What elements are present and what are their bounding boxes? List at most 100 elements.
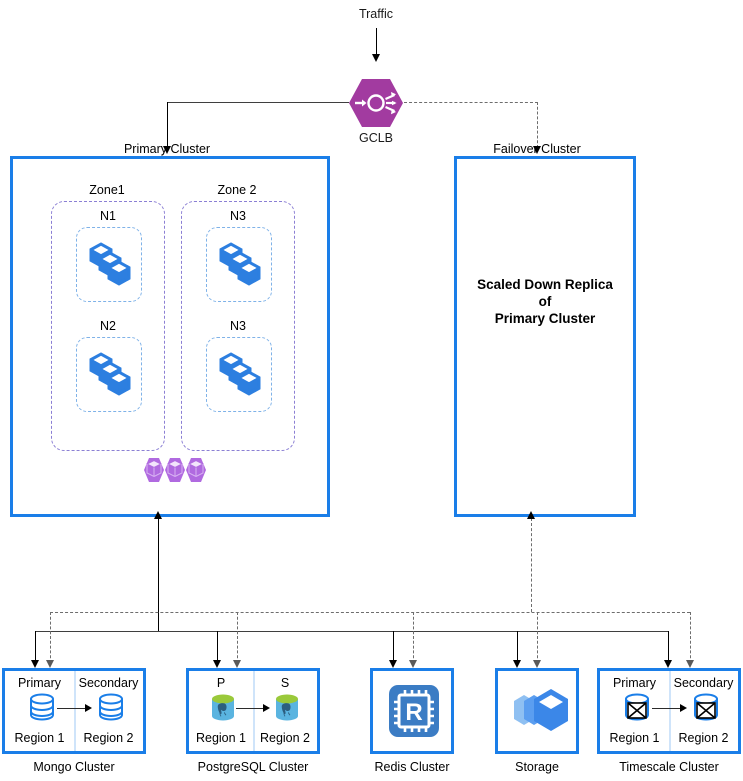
timescale-primary-db-icon [623, 693, 651, 723]
gclb-label: GCLB [358, 131, 394, 145]
failover-drop-postgres [237, 612, 238, 663]
postgresql-secondary-db-icon [273, 693, 301, 723]
failover-cluster-box[interactable]: Scaled Down Replica of Primary Cluster [454, 156, 636, 517]
postgresql-primary-half[interactable]: P Region 1 [189, 671, 253, 751]
postgresql-primary-db-icon [209, 693, 237, 723]
postgresql-cluster-caption: PostgreSQL Cluster [197, 760, 309, 774]
timescale-replication-arrowhead [680, 704, 687, 712]
mongo-divider [74, 671, 76, 751]
mongo-primary-half[interactable]: Primary Region 1 [5, 671, 74, 751]
failover-cluster-uplink [531, 518, 532, 612]
gclb-to-primary-drop [167, 102, 168, 148]
timescale-secondary-half[interactable]: Secondary Region 2 [669, 671, 738, 751]
traffic-to-gclb-line [376, 28, 377, 56]
node-n3-a[interactable] [206, 227, 272, 302]
postgresql-secondary-half[interactable]: S Region 2 [253, 671, 317, 751]
failover-body-line-3: Primary Cluster [494, 311, 596, 326]
node-n3-b-cubes-icon [216, 347, 264, 399]
gclb-node[interactable] [348, 78, 404, 128]
node-n1-cubes-icon [86, 237, 134, 289]
failover-drop-redis-arrowhead [408, 660, 417, 668]
timescale-replication-arrow [652, 708, 682, 709]
primary-cluster-uplink [158, 518, 159, 631]
primary-cluster-box[interactable]: Zone1 N1 N2 [10, 156, 330, 517]
postgresql-cluster-box[interactable]: P Region 1 S Region 2 [186, 668, 320, 754]
primary-drop-postgres-arrowhead [212, 660, 221, 668]
postgresql-secondary-region: Region 2 [259, 731, 311, 745]
failover-cluster-uplink-arrowhead [526, 511, 535, 519]
storage-cubes-icon [508, 685, 572, 741]
node-n3-b-label: N3 [226, 319, 250, 333]
zone-2-label: Zone 2 [213, 183, 261, 197]
timescale-primary-region: Region 1 [609, 731, 660, 745]
timescale-secondary-db-icon [692, 693, 720, 723]
postgresql-divider [253, 671, 255, 751]
redis-cluster-caption: Redis Cluster [374, 760, 450, 774]
gclb-hexagon-icon [349, 79, 403, 127]
postgresql-replication-arrow [236, 708, 265, 709]
mongo-primary-region: Region 1 [14, 731, 65, 745]
failover-body-line-2: of [538, 294, 552, 309]
failover-drop-redis [413, 612, 414, 663]
primary-drop-storage [517, 631, 518, 663]
primary-drop-timescale-arrowhead [663, 660, 672, 668]
postgresql-primary-role: P [216, 676, 226, 690]
mongo-secondary-region: Region 2 [83, 731, 134, 745]
failover-drop-storage-arrowhead [532, 660, 541, 668]
mongo-secondary-half[interactable]: Secondary Region 2 [74, 671, 143, 751]
primary-drop-timescale [668, 631, 669, 663]
gclb-to-primary-line [167, 102, 349, 103]
primary-cluster-uplink-arrowhead [153, 511, 162, 519]
timescale-primary-half[interactable]: Primary Region 1 [600, 671, 669, 751]
kubernetes-pods-icon [137, 456, 209, 490]
node-n1-label: N1 [96, 209, 120, 223]
primary-drop-mongo [35, 631, 36, 663]
mongo-cluster-caption: Mongo Cluster [33, 760, 115, 774]
primary-drop-redis-arrowhead [388, 660, 397, 668]
storage-caption: Storage [515, 760, 559, 774]
primary-drop-redis [393, 631, 394, 663]
timescale-cluster-box[interactable]: Primary Region 1 Secondary Region 2 [597, 668, 741, 754]
timescale-cluster-caption: Timescale Cluster [619, 760, 719, 774]
storage-box[interactable] [495, 668, 579, 754]
postgresql-secondary-role: S [280, 676, 290, 690]
zone-2[interactable] [181, 201, 295, 451]
node-n2[interactable] [76, 337, 142, 412]
traffic-label: Traffic [358, 7, 394, 21]
failover-drop-storage [537, 612, 538, 663]
timescale-secondary-role: Secondary [673, 676, 734, 690]
failover-drop-mongo-arrowhead [45, 660, 54, 668]
primary-bus-line [35, 631, 668, 632]
zone-1-label: Zone1 [85, 183, 129, 197]
mongo-primary-db-icon [28, 693, 56, 723]
node-n2-cubes-icon [86, 347, 134, 399]
failover-drop-timescale-arrowhead [685, 660, 694, 668]
node-n3-b[interactable] [206, 337, 272, 412]
primary-cluster-title: Primary Cluster [123, 142, 211, 156]
primary-drop-postgres [217, 631, 218, 663]
traffic-arrowhead [371, 54, 380, 62]
postgresql-replication-arrowhead [263, 704, 270, 712]
primary-drop-storage-arrowhead [512, 660, 521, 668]
timescale-primary-role: Primary [612, 676, 657, 690]
primary-cluster-arrowhead [162, 146, 171, 154]
failover-cluster-title: Failover Cluster [493, 142, 581, 156]
node-n1[interactable] [76, 227, 142, 302]
failover-drop-mongo [50, 612, 51, 663]
mongo-cluster-box[interactable]: Primary Region 1 Secondary Region 2 [2, 668, 146, 754]
mongo-secondary-db-icon [97, 693, 125, 723]
svg-text:R: R [405, 699, 422, 726]
mongo-replication-arrow [57, 708, 87, 709]
gclb-to-failover-line [404, 102, 538, 103]
redis-chip-icon: R [386, 682, 442, 740]
zone-1[interactable] [51, 201, 165, 451]
gclb-to-failover-drop [537, 102, 538, 148]
mongo-primary-role: Primary [17, 676, 62, 690]
timescale-divider [669, 671, 671, 751]
node-n3-a-label: N3 [226, 209, 250, 223]
node-n3-a-cubes-icon [216, 237, 264, 289]
failover-bus-line [50, 612, 690, 613]
redis-cluster-box[interactable]: R [370, 668, 454, 754]
mongo-secondary-role: Secondary [78, 676, 139, 690]
timescale-secondary-region: Region 2 [678, 731, 729, 745]
